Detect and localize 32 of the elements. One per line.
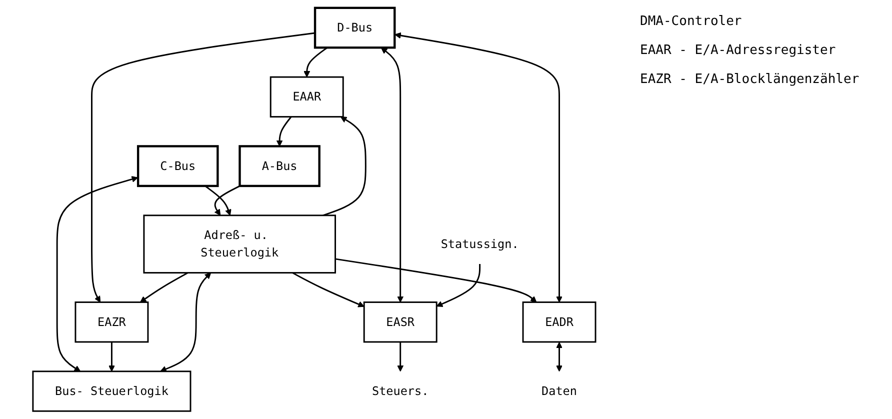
node-box: EAAR <box>270 76 344 118</box>
arrow <box>292 272 364 308</box>
arrow <box>91 32 316 302</box>
node-box: EAZR <box>74 301 149 343</box>
note-text: DMA-Controler <box>640 14 743 29</box>
arrow <box>56 176 138 372</box>
node-box: C-Bus <box>136 145 219 188</box>
node-box: D-Bus <box>314 6 396 49</box>
arrow <box>380 48 404 302</box>
node-box: A-Bus <box>238 145 320 188</box>
arrow <box>276 116 292 147</box>
node-box: EADR <box>522 301 596 343</box>
arrow <box>204 185 232 216</box>
arrow <box>436 264 481 307</box>
arrow <box>214 185 240 216</box>
node-box: Adreß- u. Steuerlogik <box>143 214 336 274</box>
arrow <box>394 32 562 302</box>
node-text: Statussign. <box>440 236 519 251</box>
node-box: EASR <box>363 301 438 343</box>
arrow <box>322 116 366 216</box>
arrow <box>556 342 562 372</box>
arrow <box>108 342 115 372</box>
arrow <box>397 342 404 372</box>
note-text: EAAR - E/A-Adressregister <box>640 43 837 58</box>
arrow <box>160 272 212 372</box>
node-box: Bus- Steuerlogik <box>32 370 192 412</box>
note-text: EAZR - E/A-Blocklängenzähler <box>640 72 860 87</box>
arrow <box>140 272 188 302</box>
node-text: Daten <box>542 384 577 398</box>
arrow <box>335 258 537 302</box>
node-text: Steuers. <box>372 384 429 398</box>
arrow <box>304 47 328 78</box>
